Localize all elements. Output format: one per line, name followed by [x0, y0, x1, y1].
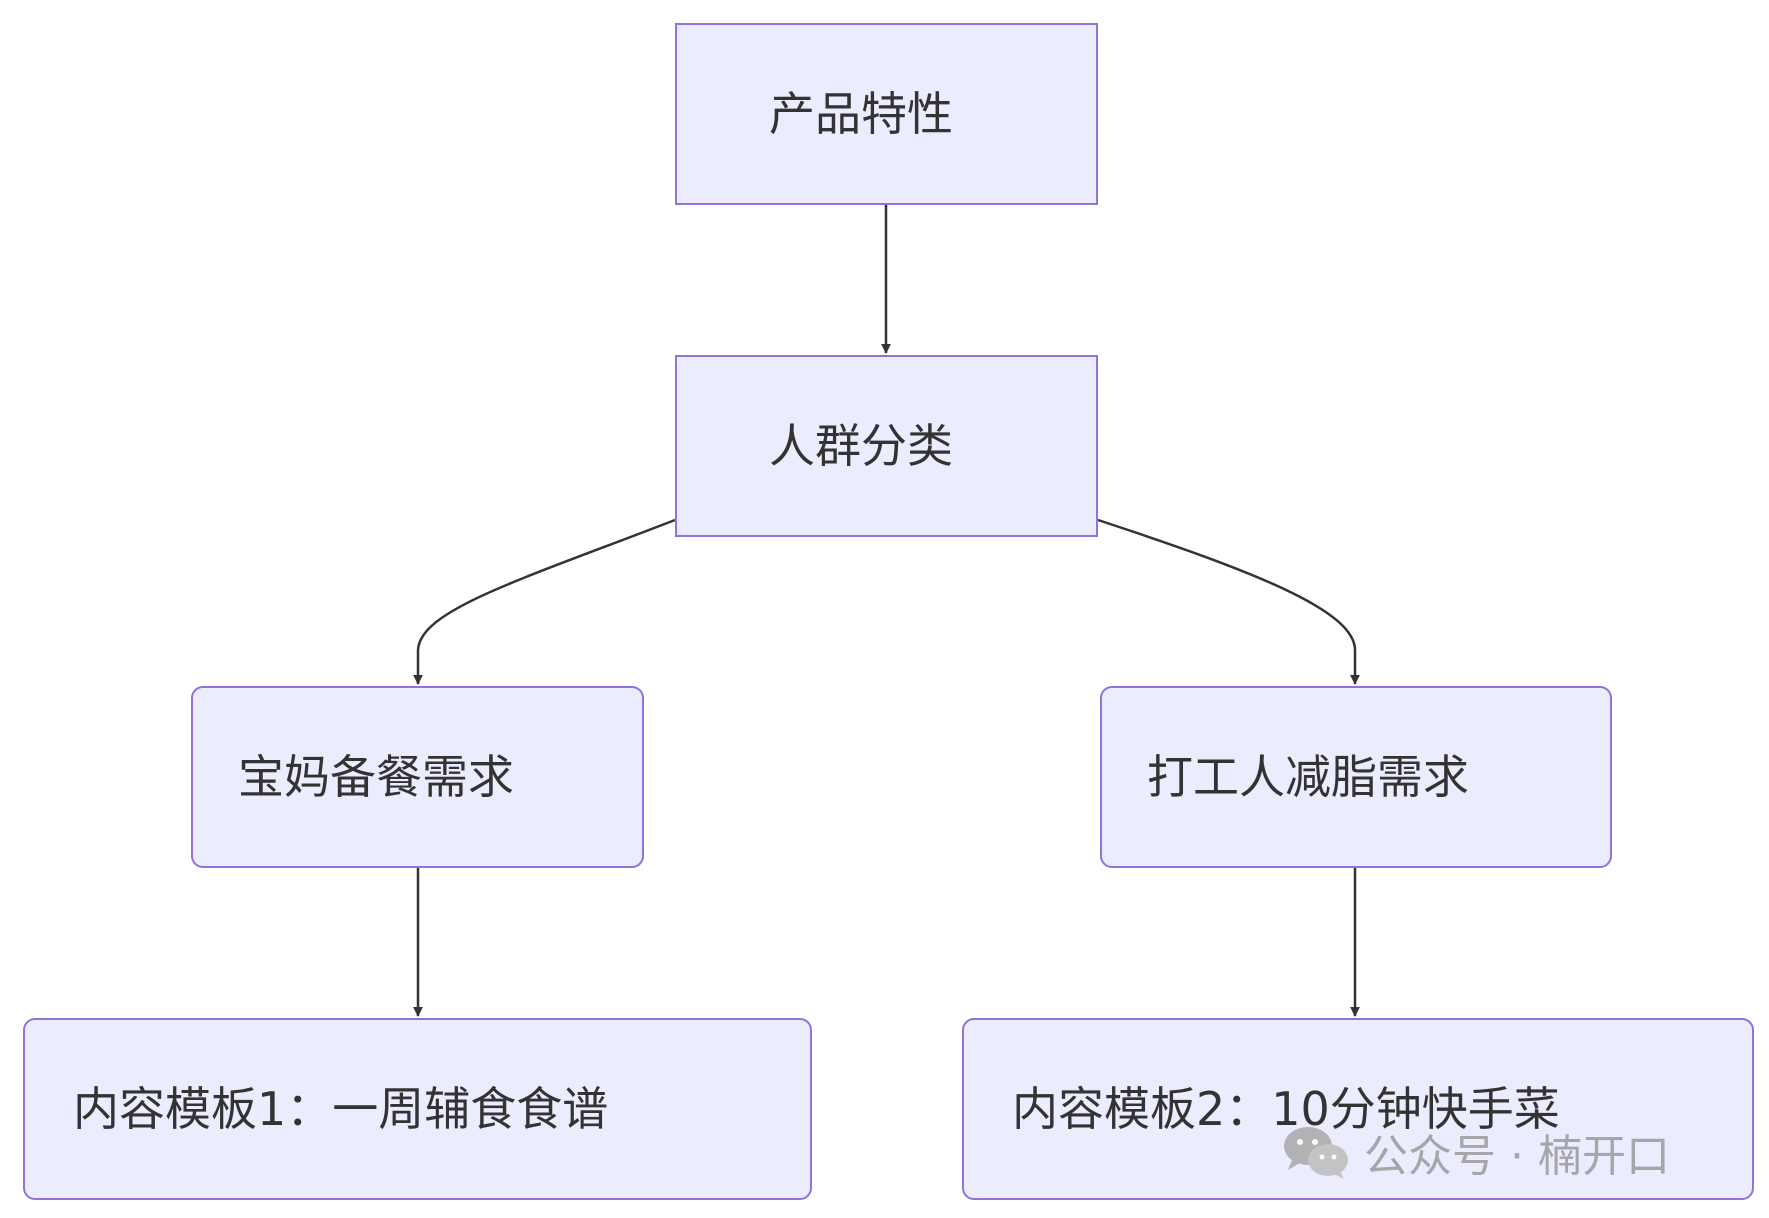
- node-audience-segmentation: 人群分类: [675, 355, 1098, 537]
- node-label: 宝妈备餐需求: [238, 750, 514, 804]
- node-label: 打工人减脂需求: [1147, 750, 1469, 804]
- watermark-text: 公众号 · 楠开口: [1364, 1131, 1670, 1182]
- node-label: 内容模板2：10分钟快手菜: [1012, 1082, 1560, 1136]
- node-worker-fat-loss-needs: 打工人减脂需求: [1100, 686, 1612, 868]
- edge-n2-n3: [413, 518, 676, 685]
- node-content-template-1: 内容模板1：一周辅食食谱: [23, 1018, 812, 1200]
- node-product-features: 产品特性: [675, 23, 1098, 205]
- node-label: 产品特性: [769, 87, 953, 141]
- node-mom-meal-prep-needs: 宝妈备餐需求: [191, 686, 644, 868]
- edge-n2-n4: [1097, 518, 1360, 685]
- wechat-icon: [1284, 1127, 1348, 1179]
- node-content-template-2: 内容模板2：10分钟快手菜: [962, 1018, 1754, 1200]
- node-label: 内容模板1：一周辅食食谱: [73, 1082, 609, 1136]
- node-label: 人群分类: [769, 419, 953, 473]
- watermark: 公众号 · 楠开口: [1282, 1122, 1670, 1182]
